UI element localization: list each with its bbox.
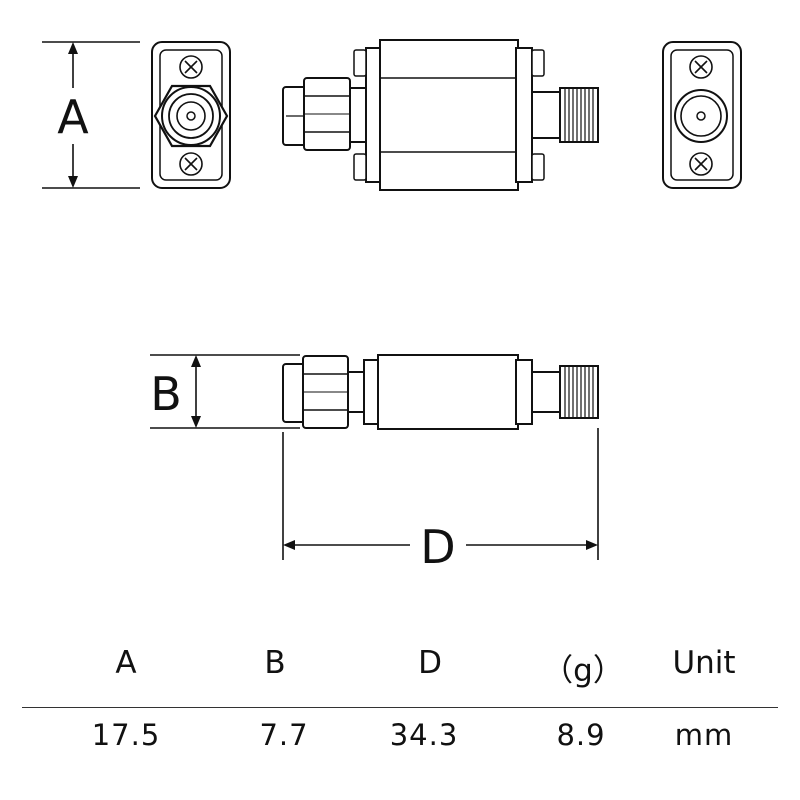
dimension-drawing: A [42, 39, 742, 574]
spec-table: A B D （g） Unit 17.5 7.7 34.3 8.9 mm [0, 630, 800, 800]
header-a: A [115, 645, 137, 681]
header-unit: Unit [672, 645, 736, 681]
dimension-d [282, 428, 599, 560]
header-weight: （g） [542, 653, 624, 689]
bottom-threads [564, 367, 594, 417]
header-d: D [418, 645, 442, 681]
table-divider [22, 707, 778, 708]
header-b: B [264, 645, 286, 681]
dimension-a [42, 41, 140, 189]
label-b: B [150, 367, 182, 421]
value-unit: mm [674, 718, 734, 752]
label-d: D [420, 520, 455, 574]
label-a: A [57, 90, 89, 144]
top-threads [564, 89, 594, 141]
value-b: 7.7 [259, 718, 309, 752]
value-a: 17.5 [91, 718, 161, 752]
value-d: 34.3 [389, 718, 459, 752]
dimension-b [150, 354, 300, 429]
right-end-view [662, 41, 742, 189]
left-end-view [151, 41, 231, 189]
value-weight: 8.9 [556, 718, 606, 752]
top-side-view [282, 39, 599, 191]
bottom-side-view [282, 354, 599, 430]
